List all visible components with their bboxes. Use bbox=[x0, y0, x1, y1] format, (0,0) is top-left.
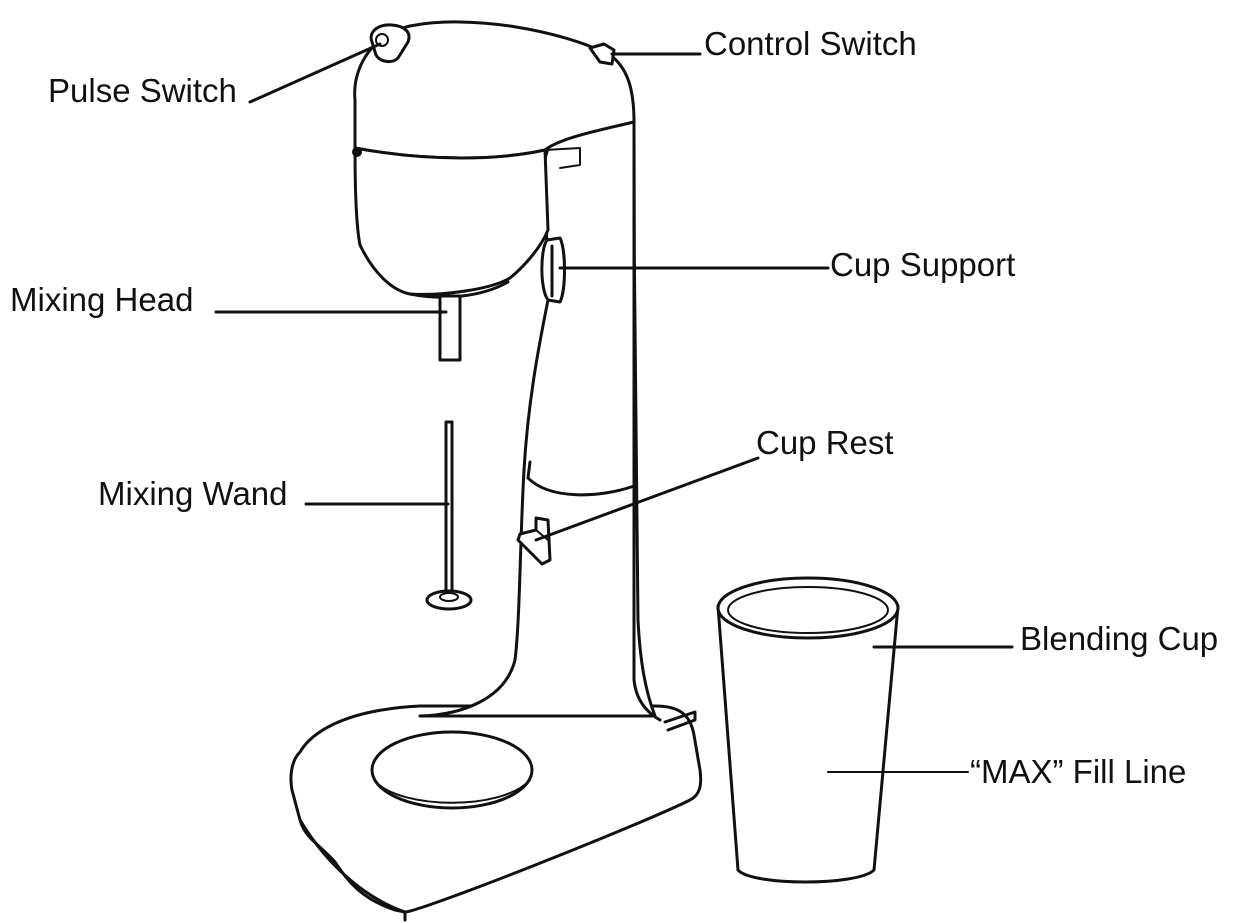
label-control-switch: Control Switch bbox=[704, 25, 917, 62]
mixing-head-spindle bbox=[438, 294, 462, 362]
mixing-wand bbox=[425, 420, 473, 611]
label-cup-support: Cup Support bbox=[830, 246, 1015, 283]
mixer-base bbox=[289, 704, 703, 922]
leader-lines bbox=[214, 42, 1014, 773]
label-blending-cup: Blending Cup bbox=[1020, 620, 1218, 657]
label-max-fill-line: “MAX” Fill Line bbox=[970, 753, 1186, 790]
part-labels: Pulse Switch Control Switch Cup Support … bbox=[10, 25, 1218, 790]
leader-cup-rest bbox=[534, 456, 760, 542]
label-mixing-head: Mixing Head bbox=[10, 281, 193, 318]
label-cup-rest: Cup Rest bbox=[756, 424, 894, 461]
blending-cup bbox=[716, 576, 900, 884]
cup-rest-bracket bbox=[516, 516, 552, 566]
control-switch-knob bbox=[588, 42, 616, 66]
cup-support-bracket bbox=[540, 236, 566, 304]
label-pulse-switch: Pulse Switch bbox=[48, 72, 237, 109]
pulse-switch-knob bbox=[369, 23, 411, 64]
label-mixing-wand: Mixing Wand bbox=[98, 475, 288, 512]
leader-pulse-switch bbox=[248, 42, 382, 104]
mixer-head-housing bbox=[352, 20, 636, 299]
